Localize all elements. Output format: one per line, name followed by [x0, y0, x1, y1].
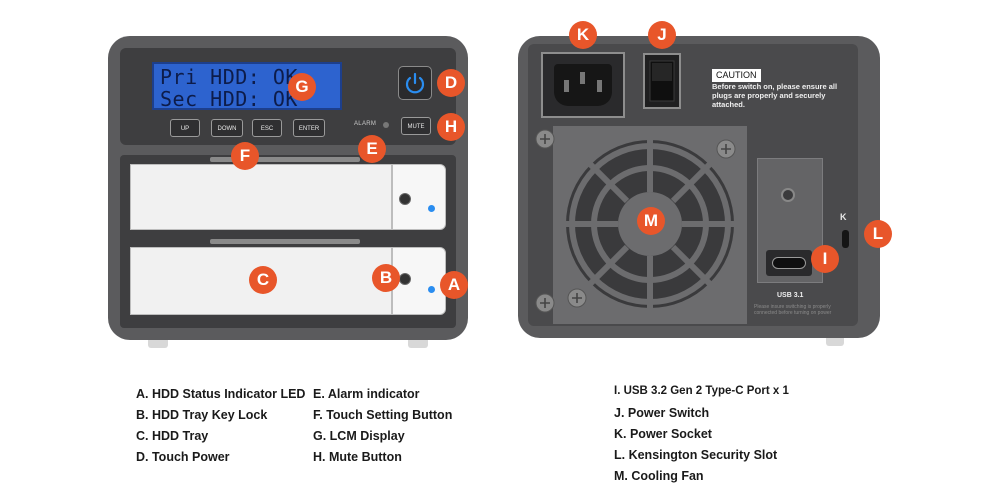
tray-key-lock-top[interactable] — [399, 193, 411, 205]
legend-b: B. HDD Tray Key Lock — [136, 408, 268, 422]
legend-l: L. Kensington Security Slot — [614, 448, 778, 462]
mute-button[interactable]: MUTE — [401, 117, 431, 135]
callout-m: M — [637, 207, 665, 235]
hdd-status-led-bottom — [428, 286, 435, 293]
tray-handle-top — [210, 157, 360, 162]
legend-a: A. HDD Status Indicator LED — [136, 387, 306, 401]
down-button[interactable]: DOWN — [211, 119, 243, 137]
front-foot-left — [148, 340, 168, 348]
callout-c: C — [249, 266, 277, 294]
alarm-indicator — [383, 122, 389, 128]
screw-icon — [716, 139, 736, 159]
enter-button[interactable]: ENTER — [293, 119, 325, 137]
legend-d: D. Touch Power — [136, 450, 230, 464]
callout-i: I — [811, 245, 839, 273]
callout-k: K — [569, 21, 597, 49]
touch-power-button[interactable] — [398, 66, 432, 100]
rear-faint-text: Please insure switching is properly conn… — [754, 304, 832, 316]
legend-g: G. LCM Display — [313, 429, 405, 443]
legend-k: K. Power Socket — [614, 427, 712, 441]
caution-text: Before switch on, please ensure all plug… — [712, 82, 838, 109]
screw-icon — [535, 129, 555, 149]
legend-j: J. Power Switch — [614, 406, 710, 420]
kensington-lock-icon: K — [840, 212, 847, 222]
usb-type-c-port[interactable] — [772, 257, 806, 269]
power-icon — [405, 72, 425, 94]
lcd-line-1: Pri HDD: OK — [160, 65, 298, 89]
alarm-label: ALARM — [354, 121, 377, 127]
hdd-status-led-top — [428, 205, 435, 212]
callout-b: B — [372, 264, 400, 292]
rear-foot-right — [826, 338, 844, 346]
callout-l: L — [864, 220, 892, 248]
legend-h: H. Mute Button — [313, 450, 402, 464]
callout-g: G — [288, 73, 316, 101]
callout-d: D — [437, 69, 465, 97]
rocker-switch-icon — [649, 60, 675, 102]
front-foot-right — [408, 340, 428, 348]
screw-icon — [567, 288, 587, 308]
legend-m: M. Cooling Fan — [614, 469, 704, 483]
hdd-tray-top[interactable] — [130, 164, 392, 230]
kensington-security-slot[interactable] — [842, 230, 849, 248]
callout-f: F — [231, 142, 259, 170]
power-socket[interactable] — [554, 64, 612, 106]
callout-h: H — [437, 113, 465, 141]
legend-i: I. USB 3.2 Gen 2 Type-C Port x 1 — [614, 385, 789, 397]
up-button[interactable]: UP — [170, 119, 200, 137]
callout-a: A — [440, 271, 468, 299]
power-switch[interactable] — [643, 53, 681, 109]
iec-socket-icon — [564, 72, 602, 92]
tray-key-lock-bottom[interactable] — [399, 273, 411, 285]
lcd-line-2: Sec HDD: OK — [160, 87, 298, 111]
tray-handle-bottom — [210, 239, 360, 244]
usb-label: USB 3.1 — [777, 292, 804, 299]
legend-c: C. HDD Tray — [136, 429, 209, 443]
screw-icon — [535, 293, 555, 313]
callout-j: J — [648, 21, 676, 49]
panel-screw — [781, 188, 795, 202]
callout-e: E — [358, 135, 386, 163]
legend-f: F. Touch Setting Button — [313, 408, 453, 422]
caution-title: CAUTION — [712, 69, 761, 82]
legend-e: E. Alarm indicator — [313, 387, 420, 401]
esc-button[interactable]: ESC — [252, 119, 282, 137]
